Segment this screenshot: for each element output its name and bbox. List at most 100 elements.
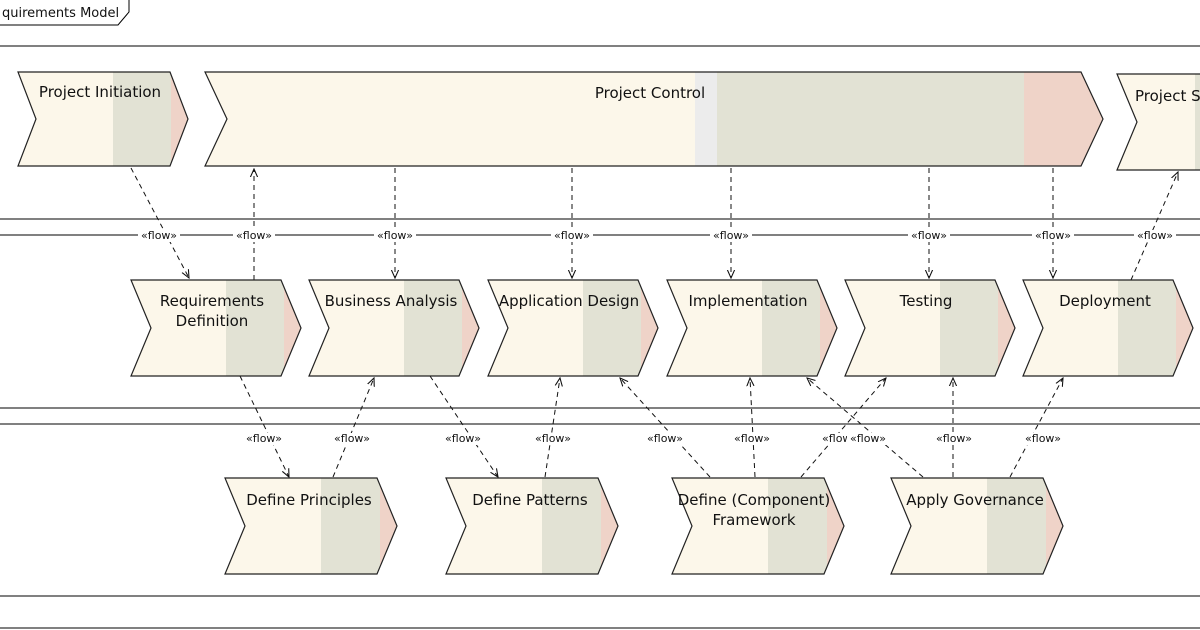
flow-label-background bbox=[1022, 433, 1064, 445]
flow-project-control-to-implementation[interactable]: «flow» bbox=[710, 168, 752, 278]
activity-label: Apply Governance bbox=[906, 491, 1044, 509]
project-s-activity[interactable]: Project S bbox=[1116, 73, 1200, 171]
flow-label: «flow» bbox=[141, 229, 177, 242]
activity-label: Requirements bbox=[160, 292, 264, 310]
frame-title-tab bbox=[0, 0, 130, 26]
project-initiation-activity[interactable]: Project Initiation bbox=[17, 71, 189, 167]
flow-label: «flow» bbox=[1137, 229, 1173, 242]
flow-label: «flow» bbox=[734, 432, 770, 445]
flow-project-initiation-to-requirements-definition[interactable]: «flow» bbox=[130, 167, 189, 278]
activity-label: Definition bbox=[176, 312, 249, 330]
flow-connector bbox=[750, 378, 756, 478]
flow-label: «flow» bbox=[334, 432, 370, 445]
activity-label: Deployment bbox=[1059, 292, 1151, 310]
flow-connector bbox=[800, 378, 886, 478]
flow-project-control-to-testing[interactable]: «flow» bbox=[908, 168, 950, 278]
activity-outline bbox=[130, 279, 302, 377]
activity-outline bbox=[1116, 73, 1200, 171]
flow-project-control-to-business-analysis[interactable]: «flow» bbox=[374, 168, 416, 278]
flow-project-control-to-deployment[interactable]: «flow» bbox=[1032, 168, 1074, 278]
activity-label: Define Patterns bbox=[472, 491, 588, 509]
activity-outline bbox=[224, 477, 398, 575]
activity-fill bbox=[1023, 280, 1193, 376]
activity-outline bbox=[445, 477, 619, 575]
flow-label: «flow» bbox=[713, 229, 749, 242]
flow-apply-governance-to-testing[interactable]: «flow» bbox=[933, 378, 975, 477]
flow-define-component-framework-to-implementation[interactable]: «flow» bbox=[731, 378, 773, 478]
activity-outline bbox=[890, 477, 1064, 575]
flow-define-component-framework-to-testing[interactable]: «flow» bbox=[800, 378, 886, 478]
define-component-framework-activity[interactable]: Define (Component) Framework bbox=[671, 477, 845, 575]
flow-project-control-to-application-design[interactable]: «flow» bbox=[551, 168, 593, 278]
flow-define-principles-to-business-analysis[interactable]: «flow» bbox=[331, 378, 374, 478]
business-analysis-activity[interactable]: Business Analysis bbox=[308, 279, 480, 377]
flow-label-background bbox=[1134, 230, 1176, 242]
flow-label-background bbox=[374, 230, 416, 242]
flow-apply-governance-to-deployment[interactable]: «flow» bbox=[1009, 378, 1064, 478]
flow-label-background bbox=[1032, 230, 1074, 242]
deployment-activity[interactable]: Deployment bbox=[1022, 279, 1194, 377]
flow-label: «flow» bbox=[911, 229, 947, 242]
activity-label: Framework bbox=[712, 511, 795, 529]
flow-connector bbox=[332, 378, 374, 478]
implementation-activity[interactable]: Implementation bbox=[666, 279, 838, 377]
define-patterns-activity[interactable]: Define Patterns bbox=[445, 477, 619, 575]
flow-apply-governance-to-implementation[interactable]: «flow» bbox=[807, 378, 924, 478]
flow-business-analysis-to-define-patterns[interactable]: «flow» bbox=[429, 375, 498, 477]
flow-define-component-framework-to-application-design[interactable]: «flow» bbox=[620, 378, 711, 478]
activity-fill bbox=[488, 280, 658, 376]
flow-label-background bbox=[532, 433, 574, 445]
flow-label-background bbox=[933, 433, 975, 445]
flow-label-background bbox=[847, 433, 889, 445]
flow-connector bbox=[130, 167, 189, 278]
flow-label-background bbox=[331, 433, 373, 445]
activity-label: Business Analysis bbox=[325, 292, 458, 310]
flow-label: «flow» bbox=[445, 432, 481, 445]
activity-label: Testing bbox=[899, 292, 953, 310]
flow-label: «flow» bbox=[936, 432, 972, 445]
flow-label: «flow» bbox=[850, 432, 886, 445]
flow-connector bbox=[1009, 378, 1063, 478]
flow-label: «flow» bbox=[535, 432, 571, 445]
define-principles-activity[interactable]: Define Principles bbox=[224, 477, 398, 575]
activity-fill bbox=[845, 280, 1015, 376]
activity-label: Application Design bbox=[499, 292, 639, 310]
flow-label: «flow» bbox=[1025, 432, 1061, 445]
flow-label-background bbox=[908, 230, 950, 242]
flow-requirements-definition-to-project-control[interactable]: «flow» bbox=[233, 169, 275, 280]
activity-outline bbox=[671, 477, 845, 575]
flow-label-background bbox=[243, 433, 285, 445]
activity-fill bbox=[891, 478, 1063, 574]
testing-activity[interactable]: Testing bbox=[844, 279, 1016, 377]
flow-label: «flow» bbox=[246, 432, 282, 445]
flow-label: «flow» bbox=[554, 229, 590, 242]
application-design-activity[interactable]: Application Design bbox=[487, 279, 659, 377]
flow-label-background bbox=[644, 433, 686, 445]
flow-label-background bbox=[731, 433, 773, 445]
flow-label: «flow» bbox=[647, 432, 683, 445]
activity-outline bbox=[666, 279, 838, 377]
flow-connector bbox=[807, 378, 924, 478]
flow-label-background bbox=[442, 433, 484, 445]
flow-requirements-definition-to-define-principles[interactable]: «flow» bbox=[239, 375, 289, 477]
activity-label: Define (Component) bbox=[678, 491, 831, 509]
frame-title: quirements Model bbox=[2, 6, 119, 21]
apply-governance-activity[interactable]: Apply Governance bbox=[890, 477, 1064, 575]
activity-outline bbox=[1022, 279, 1194, 377]
activity-outline bbox=[487, 279, 659, 377]
flows-layer: «flow» «flow» «flow» «flow» «flow» «flow» «flo… bbox=[130, 167, 1178, 478]
activity-outline bbox=[308, 279, 480, 377]
activity-fill bbox=[225, 478, 397, 574]
activity-outline bbox=[17, 71, 189, 167]
activity-fill bbox=[205, 72, 1103, 166]
flow-deployment-to-project-s[interactable]: «flow» bbox=[1130, 172, 1178, 281]
flow-connector bbox=[239, 375, 289, 477]
project-control-activity[interactable]: Project Control bbox=[204, 71, 1104, 167]
activity-label: Implementation bbox=[688, 292, 807, 310]
flow-connector bbox=[620, 378, 711, 478]
flow-define-patterns-to-application-design[interactable]: «flow» bbox=[532, 378, 574, 478]
flow-label-background bbox=[551, 230, 593, 242]
